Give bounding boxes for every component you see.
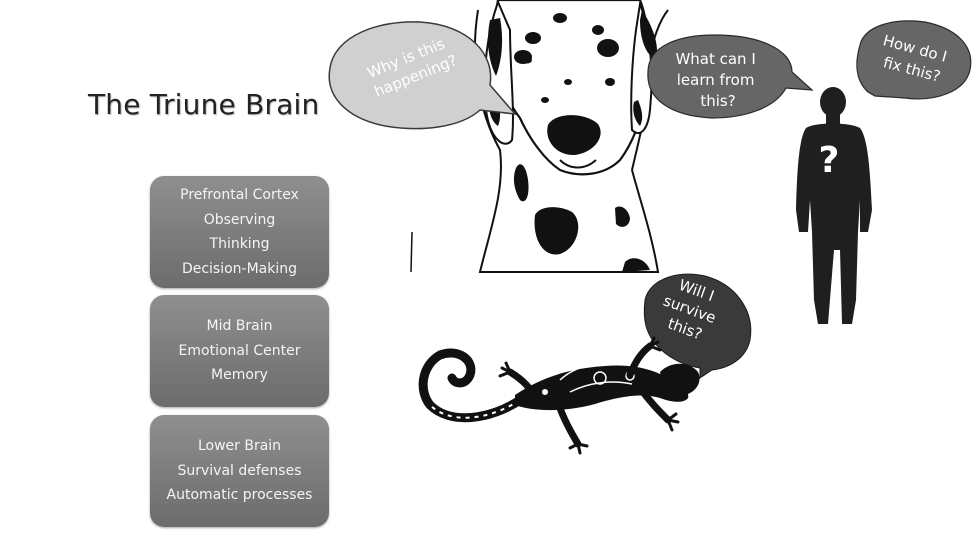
lower-brain-box: Lower Brain Survival defenses Automatic … [150, 415, 329, 527]
prefrontal-cortex-box: Prefrontal Cortex Observing Thinking Dec… [150, 176, 329, 288]
box-line: Lower Brain [197, 438, 282, 455]
box-line: Mid Brain [206, 318, 273, 335]
fix-speech-bubble: How do I fix this? [856, 20, 972, 100]
box-line: Emotional Center [178, 342, 301, 359]
lizard-speech-bubble: Will I survive this? [643, 273, 752, 379]
dog-speech-bubble: Why is this happening? [328, 21, 517, 130]
bubble-line: learn from [677, 71, 755, 89]
box-line: Memory [211, 367, 268, 384]
bubble-line: What can I [675, 50, 755, 68]
box-line: Observing [203, 211, 276, 228]
bubble-line: this? [700, 92, 735, 110]
box-line: Thinking [209, 236, 270, 252]
box-line: Prefrontal Cortex [180, 187, 299, 203]
slide-title: The Triune Brain [88, 88, 320, 121]
question-mark-icon: ? [819, 140, 840, 181]
box-line: Survival defenses [177, 462, 302, 479]
dalmatian-illustration [410, 0, 669, 273]
box-line: Decision-Making [181, 260, 298, 277]
box-line: Automatic processes [166, 487, 313, 504]
tribal-lizard-illustration [418, 336, 700, 455]
learn-speech-bubble: What can I learn from this? [647, 34, 814, 119]
mid-brain-box: Mid Brain Emotional Center Memory [150, 295, 329, 407]
person-silhouette-icon: ? [796, 87, 872, 324]
svg-text:What can I learn from: What can I learn from this? [675, 50, 760, 110]
